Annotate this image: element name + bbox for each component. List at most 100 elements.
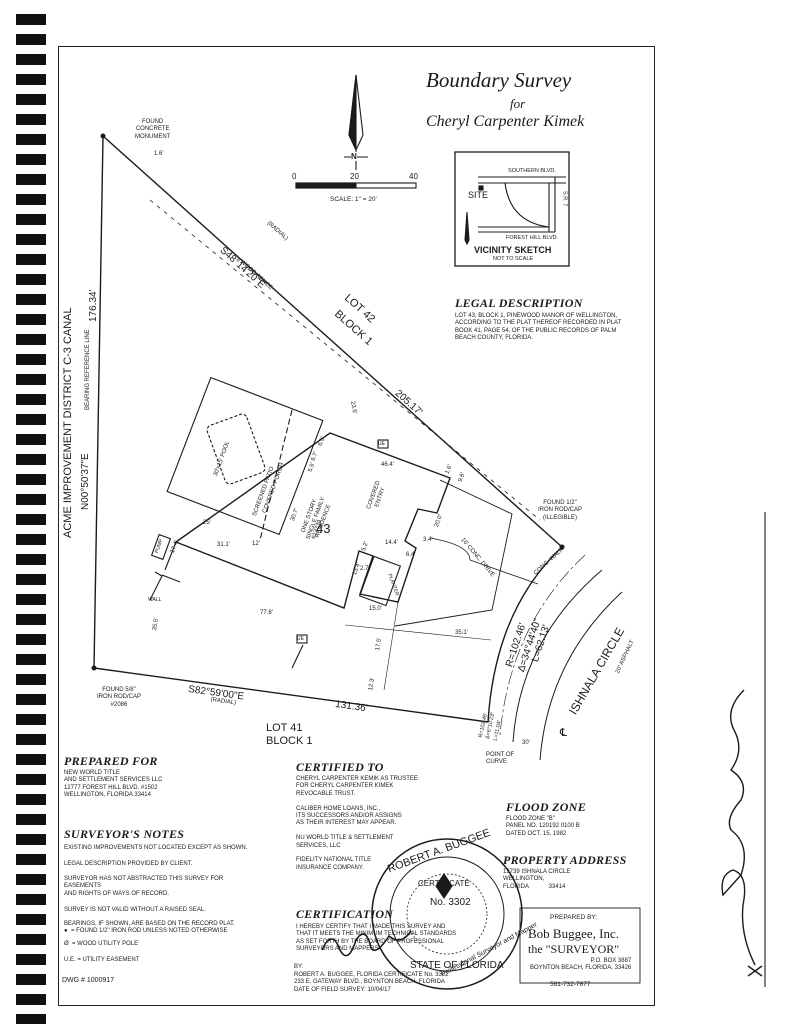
legal-description-text: LOT 43, BLOCK 1, PINEWOOD MANOR OF WELLI…	[455, 313, 622, 342]
binding-ring	[16, 294, 46, 305]
south-boundary	[93, 667, 489, 723]
binding-ring	[16, 334, 46, 345]
binding-ring	[16, 434, 46, 445]
seal-number: No. 3302	[430, 897, 471, 908]
note-3: SURVEYOR HAS NOT ABSTRACTED THIS SURVEY …	[64, 876, 224, 897]
property-address-text: 13739 ISHNALA CIRCLE WELLINGTON, FLORIDA…	[503, 869, 571, 890]
binding-ring	[16, 94, 46, 105]
scale-tick-20: 20	[350, 172, 359, 181]
binding-ring	[16, 174, 46, 185]
vicinity-southern-blvd: SOUTHERN BLVD.	[508, 168, 556, 174]
binding-ring	[16, 514, 46, 525]
bearing-reference: BEARING REFERENCE LINE	[85, 329, 91, 410]
west-distance: 176.34'	[88, 289, 99, 323]
found-five-eighths-rod: FOUND 5/8" IRON ROD/CAP #2086	[97, 687, 142, 708]
binding-ring	[16, 114, 46, 125]
prepared-by-address: P.O. BOX 3887 BOYNTON BEACH, FLORIDA, 33…	[530, 958, 632, 972]
prepared-by-sub: the "SURVEYOR"	[528, 942, 620, 956]
binding-ring	[16, 74, 46, 85]
certification-by: BY:	[294, 964, 304, 970]
certification-heading: CERTIFICATION	[296, 907, 394, 921]
binding-ring	[16, 934, 46, 945]
centerline-symbol: ℄	[560, 727, 568, 739]
binding-ring	[16, 954, 46, 965]
prepared-by-label: PREPARED BY:	[550, 914, 598, 921]
dim-30: 30'	[522, 740, 530, 746]
west-bearing: N00°50'37"E	[80, 453, 91, 510]
dim-6-4: 6.4'	[406, 552, 416, 558]
north-letter: N	[351, 152, 357, 161]
survey-client-name: Cheryl Carpenter Kimek	[426, 113, 585, 130]
dim-2-7: 2.7'	[360, 566, 370, 572]
binding-ring	[16, 394, 46, 405]
vicinity-title: VICINITY SKETCH	[474, 245, 552, 255]
binding-ring	[16, 814, 46, 825]
survey-sheet-border	[58, 46, 655, 1006]
vicinity-site: SITE	[468, 190, 489, 200]
note-7: U.E. = UTILITY EASEMENT	[64, 957, 140, 963]
binding-ring	[16, 974, 46, 985]
scale-bar	[295, 182, 417, 189]
binding-ring	[16, 14, 46, 25]
certified-to-heading: CERTIFIED TO	[296, 760, 384, 774]
binding-ring	[16, 494, 46, 505]
lot-43-label: 43	[316, 521, 331, 536]
binding-ring	[16, 794, 46, 805]
binding-ring	[16, 614, 46, 625]
east-curve-boundary	[487, 546, 563, 723]
binding-ring	[16, 554, 46, 565]
found-half-iron-rod: FOUND 1/2" IRON ROD/CAP (ILLEGIBLE)	[538, 500, 583, 521]
binding-ring	[16, 834, 46, 845]
scale-text: SCALE: 1" = 20'	[330, 196, 377, 203]
binding-ring	[16, 594, 46, 605]
survey-title-for: for	[510, 96, 526, 111]
binding-ring	[16, 534, 46, 545]
prepared-for-text: NEW WORLD TITLE AND SETTLEMENT SERVICES …	[64, 770, 163, 799]
binding-ring	[16, 694, 46, 705]
note-5: BEARINGS, IF SHOWN, ARE BASED ON THE REC…	[64, 921, 235, 935]
note-6: Ø = WOOD UTILITY POLE	[64, 941, 139, 947]
binding-ring	[16, 574, 46, 585]
binding-ring	[16, 374, 46, 385]
binding-ring	[16, 34, 46, 45]
dim-46-4: 46.4'	[381, 462, 394, 468]
survey-title: Boundary Survey	[426, 68, 572, 92]
vicinity-subtitle: NOT TO SCALE	[493, 256, 534, 262]
binding-ring	[16, 774, 46, 785]
wall-label: WALL	[148, 597, 162, 603]
binding-ring	[16, 994, 46, 1005]
dim-3-4: 3.4'	[423, 537, 433, 543]
binding-ring	[16, 654, 46, 665]
binding-ring	[16, 674, 46, 685]
note-4: SURVEY IS NOT VALID WITHOUT A RAISED SEA…	[64, 907, 206, 913]
vicinity-sketch-frame	[454, 151, 570, 267]
flood-zone-heading: FLOOD ZONE	[506, 800, 586, 814]
lot-41-label: LOT 41	[266, 722, 303, 734]
binding-ring	[16, 154, 46, 165]
ue-label: UE	[378, 441, 385, 447]
scale-tick-40: 40	[409, 172, 418, 181]
prepared-by-phone: 561-732-7877	[550, 981, 591, 988]
property-address-heading: PROPERTY ADDRESS	[503, 853, 627, 867]
point-of-curve: POINT OF CURVE	[486, 752, 515, 766]
binding-ring	[16, 194, 46, 205]
binding-ring	[16, 734, 46, 745]
binding-ring	[16, 874, 46, 885]
ue-label-2: UE	[297, 636, 304, 642]
binding-ring	[16, 474, 46, 485]
binding-ring	[16, 54, 46, 65]
found-concrete-monument: FOUND CONCRETE MONUMENT	[135, 119, 171, 140]
note-1: EXISTING IMPROVEMENTS NOT LOCATED EXCEPT…	[64, 845, 248, 851]
dim-35-1: 35.1'	[455, 630, 468, 636]
dim-1-6: 1.6'	[154, 151, 164, 157]
dim-12: 12'	[252, 541, 260, 547]
dim-14-4: 14.4'	[385, 540, 398, 546]
canal-name: ACME IMPROVEMENT DISTRICT C-3 CANAL	[62, 307, 74, 538]
surveyor-seal-icon	[371, 838, 523, 990]
vicinity-forest-hill: FOREST HILL BLVD.	[506, 235, 559, 241]
binding-ring	[16, 214, 46, 225]
bearing-reference-line	[93, 135, 104, 669]
dim-15-0: 15.0'	[369, 606, 382, 612]
pool	[206, 413, 266, 485]
surveyor-signature	[321, 930, 412, 957]
